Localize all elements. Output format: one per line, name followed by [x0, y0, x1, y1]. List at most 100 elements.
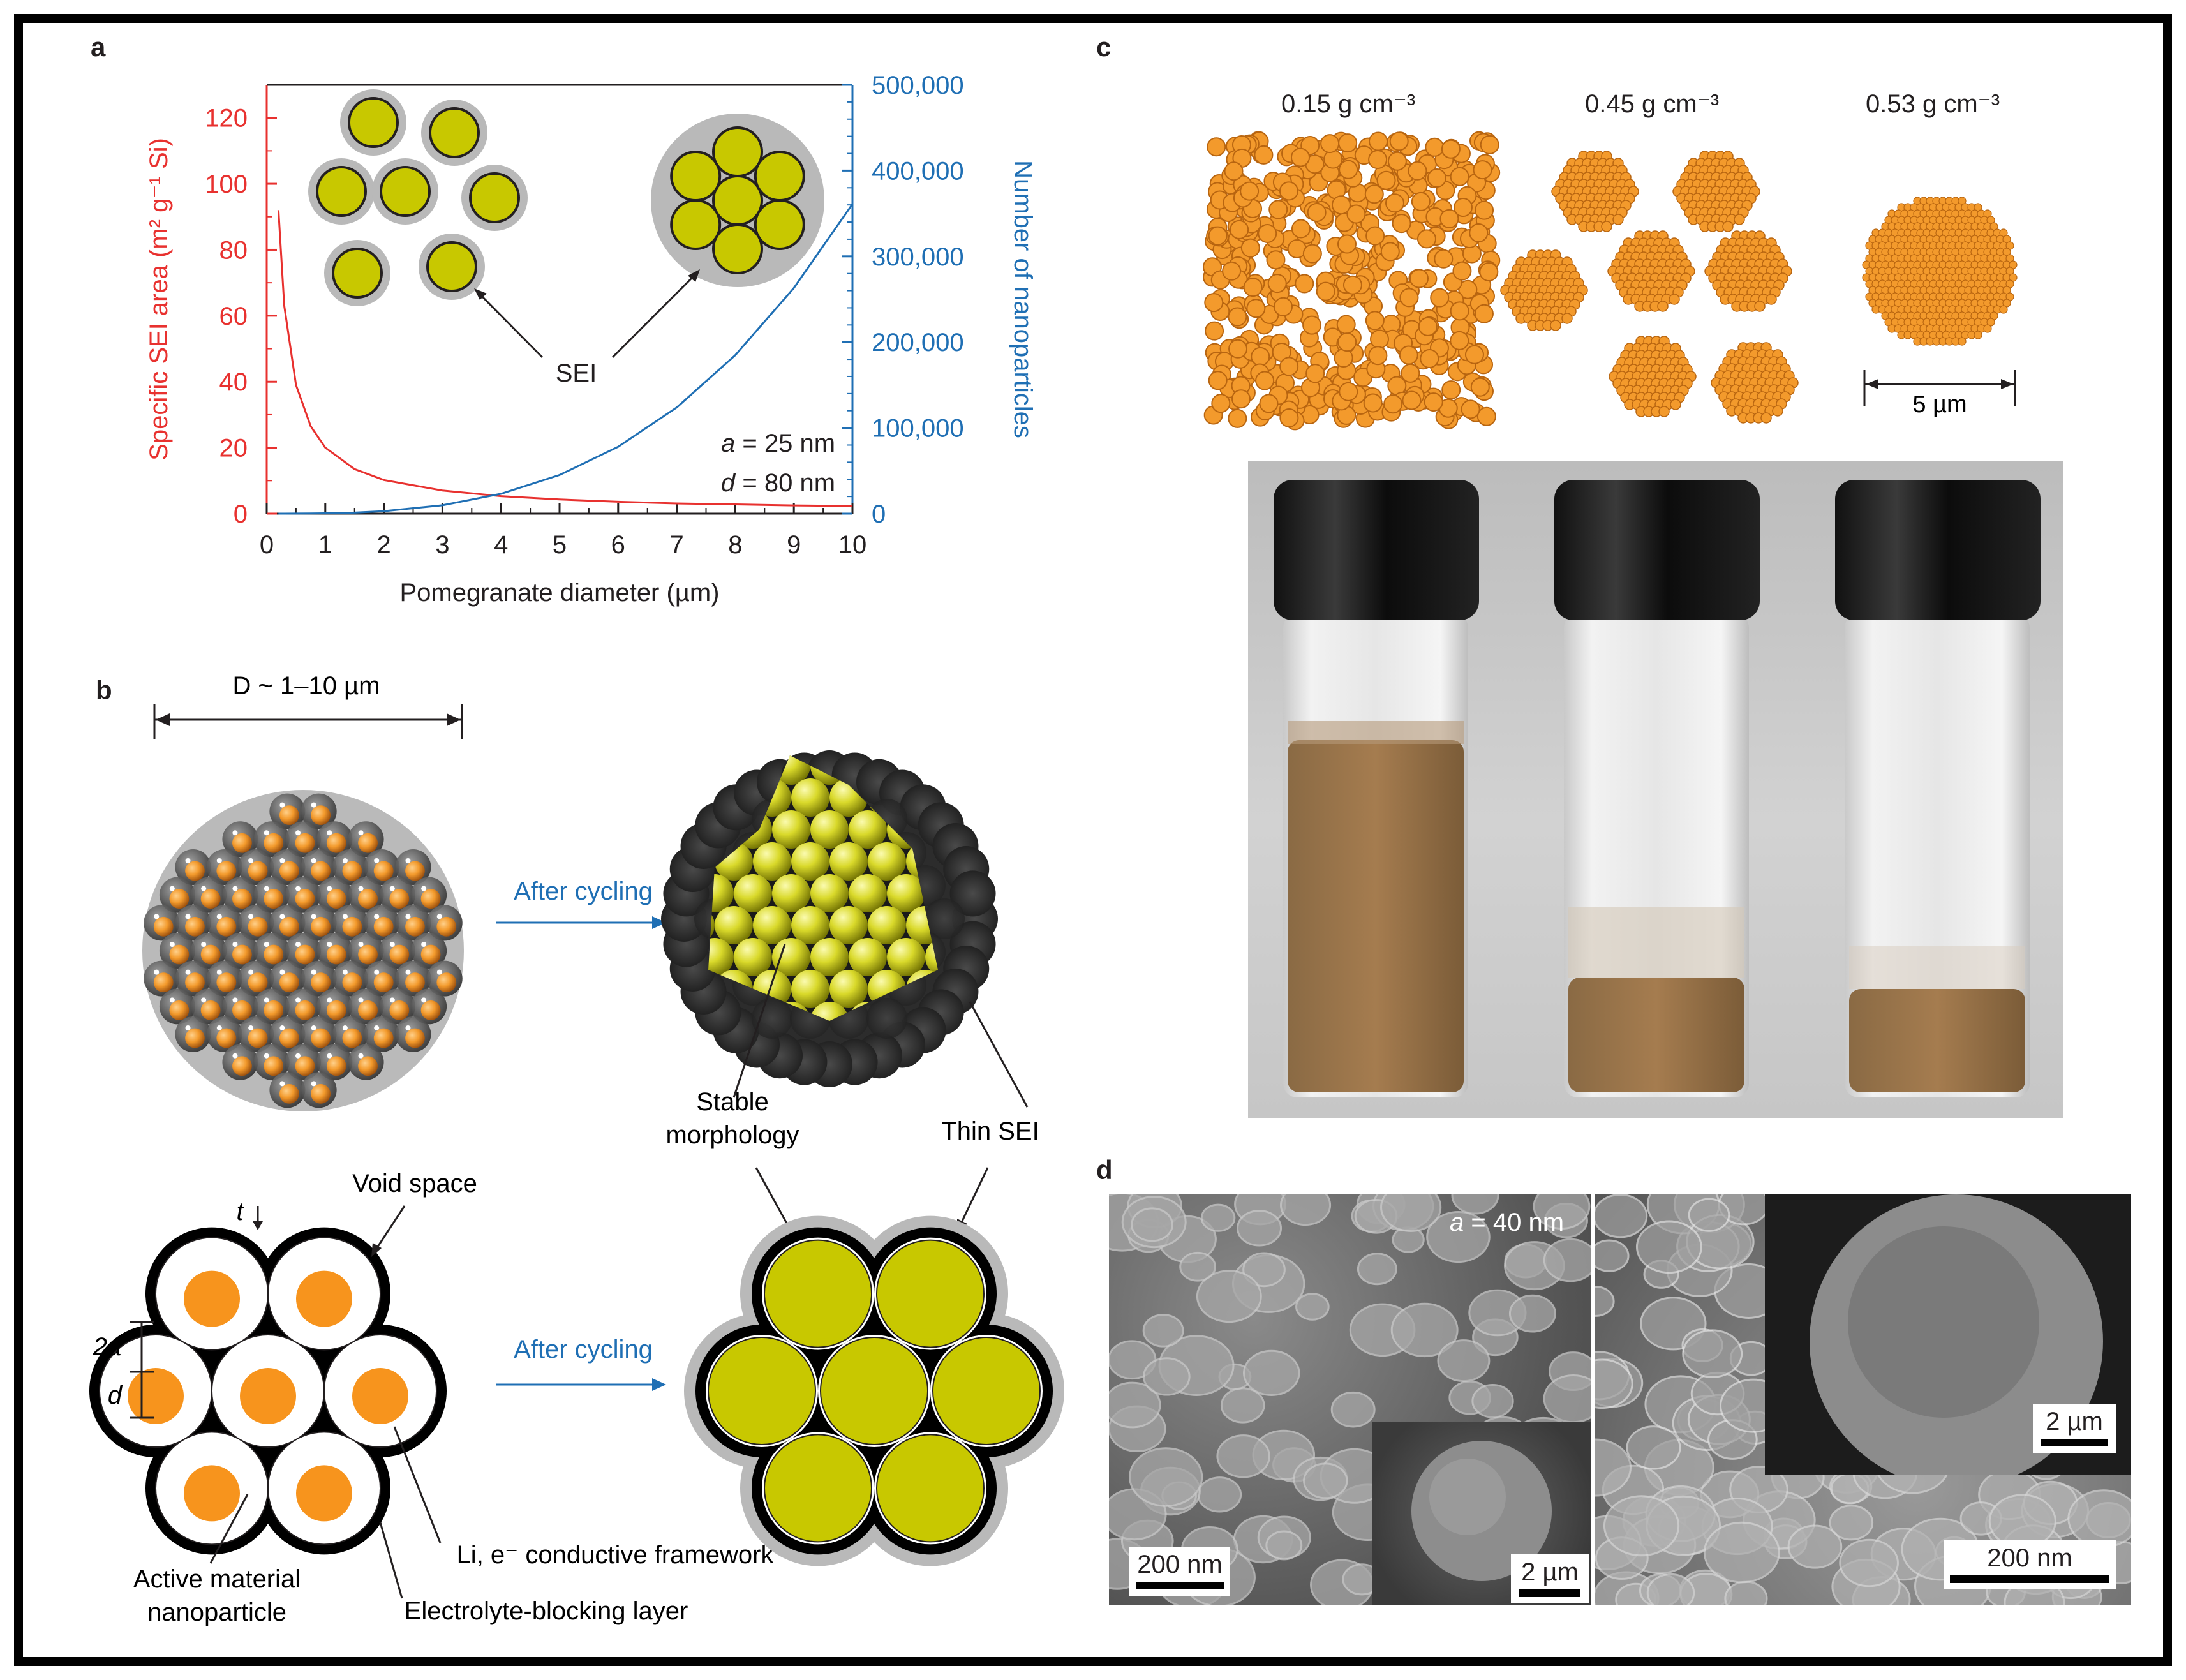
- sem-particle: [1787, 1524, 1843, 1569]
- active-nanoparticle: [184, 1270, 240, 1327]
- left-axis-label: Specific SEI area (m² g⁻¹ Si): [145, 138, 173, 461]
- nanoparticle: [1469, 223, 1489, 242]
- yellow-si-ball: [983, 970, 1021, 1008]
- cluster-si-particle: [754, 199, 805, 250]
- x-tick-label: 10: [838, 531, 867, 559]
- orange-core: [216, 861, 237, 881]
- sei-bump-inner: [752, 998, 792, 1039]
- nanoparticle: [1380, 242, 1400, 262]
- sem-particle: [1829, 1505, 1874, 1541]
- sem-particle: [1216, 1434, 1270, 1478]
- highlight: [264, 997, 269, 1003]
- orange-core: [216, 1028, 237, 1048]
- nanoparticle: [1302, 244, 1322, 264]
- orange-core: [200, 889, 221, 909]
- highlight: [248, 914, 254, 919]
- nanoparticle: [1383, 394, 1403, 414]
- yellow-si-ball: [619, 810, 657, 849]
- cross-section-before: [89, 1227, 447, 1555]
- active-nanoparticle: [296, 1465, 352, 1522]
- nanoparticle: [1254, 145, 1274, 165]
- yellow-si-ball: [657, 747, 695, 785]
- nanoparticle: [1434, 249, 1454, 269]
- sphere-nanoparticle: [1999, 305, 2008, 314]
- yellow-si-ball: [581, 1002, 619, 1040]
- nanoparticle: [1268, 200, 1288, 219]
- large-sphere-model: [1862, 197, 2018, 346]
- yellow-si-ball: [944, 651, 983, 689]
- highlight: [264, 886, 269, 891]
- nanoparticle-count-series: [278, 203, 854, 515]
- highlight: [358, 997, 364, 1003]
- right-y-tick-label: 500,000: [872, 71, 964, 100]
- sem-image-right: [1595, 1194, 2131, 1605]
- highlight: [421, 942, 427, 947]
- d-label: d: [108, 1381, 123, 1409]
- highlight: [169, 942, 175, 947]
- orange-core: [311, 1084, 331, 1104]
- nanoparticle: [1337, 332, 1357, 352]
- yellow-si-ball: [619, 747, 657, 785]
- nanoparticle: [1337, 234, 1357, 254]
- sem-particle: [1635, 1220, 1702, 1274]
- sei-arrowhead-right: [688, 269, 700, 282]
- x-tick-label: 9: [787, 531, 801, 559]
- highlight: [154, 969, 160, 975]
- yellow-si-ball: [849, 938, 887, 976]
- orange-core: [169, 944, 190, 965]
- yellow-si-ball: [829, 842, 868, 881]
- orange-core: [389, 1000, 410, 1020]
- orange-core: [326, 889, 346, 909]
- highlight: [216, 1025, 222, 1031]
- yellow-si-ball: [708, 755, 734, 785]
- orange-core: [311, 972, 331, 993]
- orange-core: [311, 916, 331, 937]
- yellow-si-ball: [829, 970, 868, 1008]
- expanded-si-particle: [764, 1434, 872, 1543]
- sei-area-series: [277, 210, 853, 507]
- nanoparticle: [1334, 348, 1353, 368]
- panel-label-a: a: [91, 32, 106, 62]
- x-tick-label: 8: [728, 531, 742, 559]
- sem-particle: [1595, 1438, 1632, 1497]
- sem-particle: [1265, 1530, 1303, 1561]
- sem-particle: [1279, 1194, 1332, 1226]
- nanoparticle: [1370, 329, 1390, 349]
- nanoparticle: [1420, 349, 1439, 369]
- orange-core: [264, 833, 284, 853]
- orange-core: [279, 1028, 299, 1048]
- orange-core: [358, 1000, 378, 1020]
- yellow-si-ball: [925, 683, 963, 721]
- yellow-si-ball: [753, 906, 791, 944]
- highlight: [311, 914, 316, 919]
- x-tick-label: 4: [494, 531, 508, 559]
- si-particle: [469, 172, 520, 223]
- si-particle: [348, 97, 399, 148]
- sphere-nanoparticle: [1983, 324, 1992, 333]
- nanoparticle: [1439, 209, 1459, 228]
- nanoparticle: [1425, 137, 1445, 157]
- orange-core: [358, 833, 378, 853]
- highlight: [405, 914, 411, 919]
- yellow-si-ball: [868, 651, 906, 689]
- nanoparticle: [1424, 392, 1443, 412]
- yellow-si-ball: [600, 778, 638, 817]
- cluster-nanoparticle: [1550, 320, 1561, 331]
- sem-particle: [1508, 1294, 1556, 1333]
- yellow-si-ball: [1021, 970, 1059, 1008]
- orange-core: [326, 944, 346, 965]
- nanoparticle: [1475, 200, 1494, 220]
- framework-label: Li, e⁻ conductive framework: [457, 1541, 775, 1569]
- nanoparticle: [1279, 408, 1299, 427]
- orange-core: [232, 833, 252, 853]
- yellow-si-ball: [810, 638, 849, 657]
- framework-pointer: [393, 1426, 442, 1543]
- orange-core: [185, 972, 205, 993]
- highlight: [421, 997, 427, 1003]
- highlight: [279, 1025, 285, 1031]
- yellow-si-ball: [887, 638, 925, 657]
- void-space-arrowhead: [371, 1243, 382, 1257]
- nanoparticle: [1258, 223, 1277, 243]
- sem-particle: [1330, 1391, 1376, 1428]
